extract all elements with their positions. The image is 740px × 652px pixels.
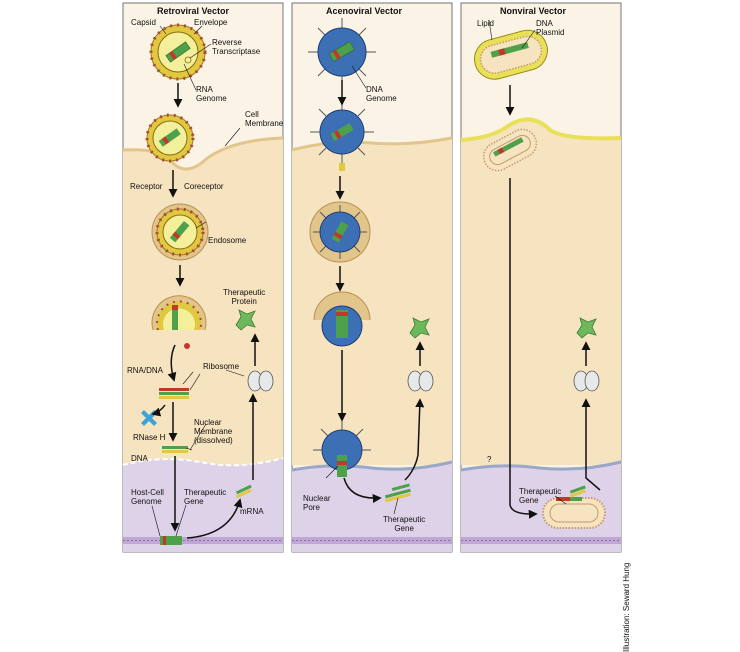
diagram-artwork bbox=[122, 2, 622, 553]
label-cell-membrane: Cell Membrane bbox=[245, 110, 284, 128]
label-lipid: Lipid bbox=[477, 19, 494, 28]
label-therapeutic-gene-nonviral: Therapeutic Gene bbox=[519, 487, 562, 505]
label-host-cell-genome: Host-Cell Genome bbox=[131, 488, 164, 506]
title-adenoviral: Acenoviral Vector bbox=[326, 6, 403, 16]
panel-retroviral bbox=[122, 2, 284, 553]
adeno-episome-gene bbox=[384, 483, 411, 503]
label-coreceptor: Coreceptor bbox=[184, 182, 224, 191]
label-reverse-transcriptase: Reverse Transcriptase bbox=[212, 38, 261, 56]
label-nuclear-pore: Nuclear Pore bbox=[303, 494, 331, 512]
label-receptor: Receptor bbox=[130, 182, 163, 191]
retrovirus-particle-2 bbox=[145, 113, 195, 163]
label-dna-genome: DNA Genome bbox=[366, 85, 397, 103]
adenovirus-particle-1 bbox=[308, 18, 376, 86]
label-rna-dna: RNA/DNA bbox=[127, 366, 164, 375]
retrovirus-particle-1 bbox=[149, 23, 207, 81]
label-ribosome: Ribosome bbox=[203, 362, 240, 371]
nonviral-therapeutic-protein bbox=[576, 317, 597, 339]
retro-mrna bbox=[235, 484, 252, 499]
label-therapeutic-gene-retro: Therapeutic Gene bbox=[184, 488, 227, 506]
adeno-arrows bbox=[335, 80, 425, 503]
retro-host-genome-insert bbox=[160, 536, 182, 545]
label-therapeutic-protein: Therapeutic Protein bbox=[223, 288, 266, 306]
retrovirus-uncoating bbox=[151, 295, 207, 349]
nonviral-arrows bbox=[505, 85, 601, 519]
title-nonviral: Nonviral Vector bbox=[500, 6, 567, 16]
illustration-credit: Illustration: Seward Hung bbox=[622, 562, 631, 652]
label-mrna: mRNA bbox=[240, 507, 264, 516]
nonviral-ribosome bbox=[573, 370, 600, 392]
retro-arrows bbox=[151, 83, 260, 539]
adeno-therapeutic-protein bbox=[409, 317, 430, 339]
adenovirus-endosome bbox=[309, 201, 371, 263]
gene-therapy-vectors-figure: Retroviral Vector Acenoviral Vector Nonv… bbox=[122, 2, 631, 652]
adenovirus-at-pore bbox=[313, 421, 371, 477]
panel-nonviral bbox=[460, 2, 622, 553]
label-nuclear-membrane: Nuclear Membrane (dissolved) bbox=[194, 418, 233, 445]
rna-dna-hybrid bbox=[159, 388, 189, 399]
retro-therapeutic-protein bbox=[235, 309, 256, 331]
label-question-mark: ? bbox=[487, 455, 492, 464]
title-retroviral: Retroviral Vector bbox=[157, 6, 230, 16]
nonviral-plasmid-in-nucleus bbox=[542, 485, 606, 529]
nonviral-lipoplex-1 bbox=[474, 29, 548, 80]
nonviral-lipoplex-2 bbox=[482, 128, 538, 172]
label-rnase-h: RNase H bbox=[133, 433, 166, 442]
label-capsid: Capsid bbox=[131, 18, 156, 27]
dna-double-strand bbox=[162, 446, 188, 453]
adenovirus-particle-2 bbox=[310, 100, 374, 171]
label-leader-lines bbox=[151, 19, 567, 537]
label-envelope: Envelope bbox=[194, 18, 228, 27]
adenovirus-escape bbox=[313, 291, 371, 347]
retro-ribosome bbox=[247, 370, 274, 392]
label-dna-plasmid: DNA Plasmid bbox=[536, 19, 565, 37]
label-dna: DNA bbox=[131, 454, 148, 463]
retrovirus-endosome bbox=[151, 203, 209, 261]
label-therapeutic-gene-adeno: Therapeutic Gene bbox=[383, 515, 426, 533]
label-rna-genome: RNA Genome bbox=[196, 85, 227, 103]
label-endosome: Endosome bbox=[208, 236, 247, 245]
adeno-ribosome bbox=[407, 370, 434, 392]
